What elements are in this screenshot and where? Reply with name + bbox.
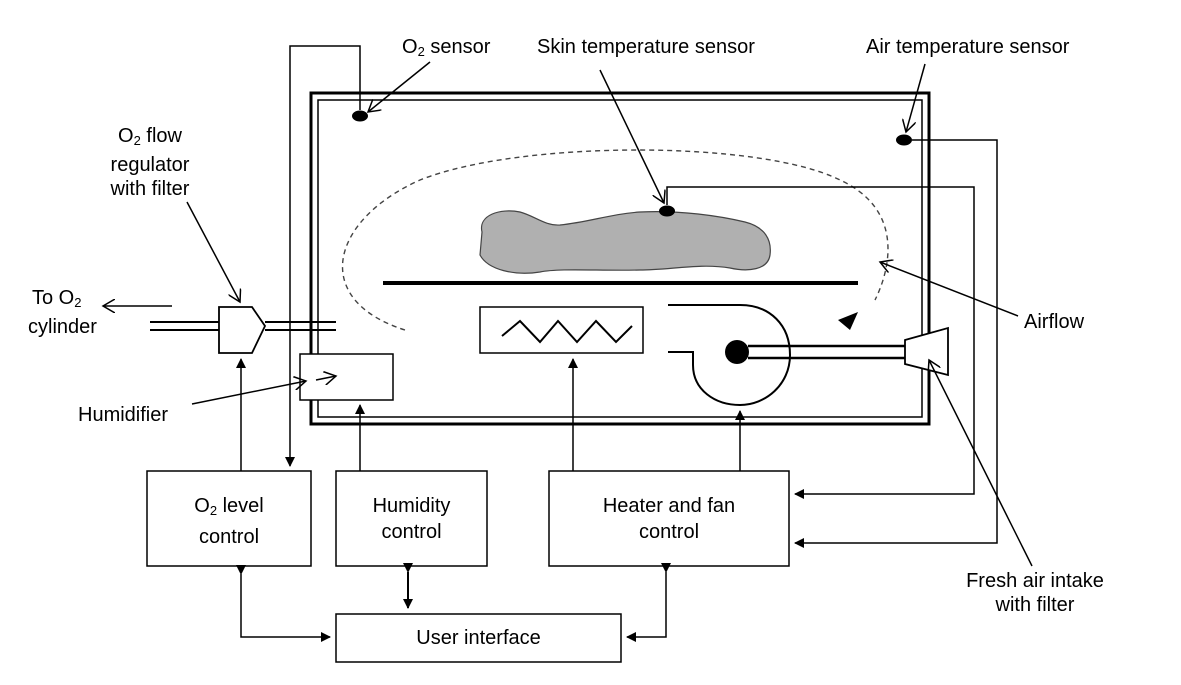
airflow-loop <box>341 149 889 331</box>
humidity-control-box <box>335 470 488 567</box>
air-sensor-wire <box>794 139 998 548</box>
user-interface-box <box>335 613 622 663</box>
leader-air-sensor <box>906 63 926 132</box>
fan-housing <box>668 304 792 407</box>
fan-hub <box>725 340 749 364</box>
air-temperature-sensor-label: Air temperature sensor <box>866 36 1070 58</box>
ui-link-o2 <box>236 565 331 642</box>
incubator-chamber-outer <box>309 91 931 426</box>
o2-sensor-wire <box>285 45 361 467</box>
user-interface-label: User interface <box>416 627 541 649</box>
o2-sensor-dot <box>352 110 368 122</box>
o2-level-control-box <box>146 470 312 567</box>
fresh-air-intake-filter <box>904 326 949 377</box>
skin-temperature-sensor-dot <box>659 205 675 217</box>
o2-flow-regulator <box>218 306 267 354</box>
heater-element <box>479 306 644 354</box>
fresh-air-intake-label: Fresh air intake with filter <box>966 570 1104 616</box>
skin-temperature-sensor-label: Skin temperature sensor <box>537 36 755 58</box>
leader-humidifier <box>191 381 306 405</box>
air-temperature-sensor-dot <box>896 134 912 146</box>
airflow-arrow <box>838 312 858 330</box>
humidifier-box <box>299 353 394 401</box>
humidity-control-label: Humidity control <box>372 495 451 543</box>
leader-airflow <box>880 262 1019 317</box>
heater-fan-control-label: Heater and fan control <box>602 495 736 543</box>
leader-o2-regulator <box>186 201 240 302</box>
leader-fresh-air <box>929 360 1033 567</box>
airflow-label: Airflow <box>1024 311 1085 333</box>
o2-sensor-label: O2 sensor <box>402 36 491 59</box>
incubator-chamber-inner <box>317 99 923 418</box>
ui-link-heater <box>626 563 671 642</box>
skin-sensor-wire <box>666 186 975 499</box>
infant-silhouette <box>479 210 771 274</box>
leader-skin-sensor <box>599 69 664 203</box>
o2-level-control-label: O2 level control <box>194 495 264 548</box>
o2-flow-regulator-label: O2 flow regulator with filter <box>110 125 190 200</box>
humidifier-label: Humidifier <box>78 404 169 426</box>
heater-coil <box>501 319 633 344</box>
to-o2-cylinder-label: To O2 cylinder <box>28 287 97 338</box>
humidifier-arrow <box>315 376 336 380</box>
heater-fan-control-box <box>548 470 790 567</box>
leader-o2-sensor <box>368 61 431 112</box>
